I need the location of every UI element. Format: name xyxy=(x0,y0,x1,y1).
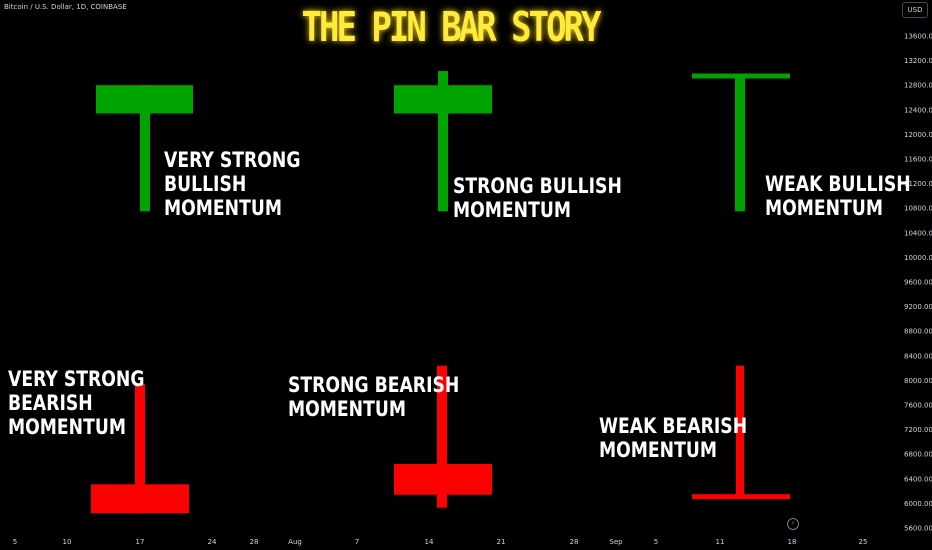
x-tick-label: Sep xyxy=(609,538,623,546)
candle-body xyxy=(394,85,492,114)
y-tick-label: 11600.00 xyxy=(904,156,932,164)
x-tick-label: 5 xyxy=(654,538,658,546)
candle-body xyxy=(692,73,790,79)
x-tick-label: Aug xyxy=(288,538,302,546)
currency-button[interactable]: USD xyxy=(902,2,928,18)
y-tick-label: 7600.00 xyxy=(904,402,932,410)
candle-body xyxy=(91,484,189,514)
annotation-weak-bullish: WEAK BULLISH MOMENTUM xyxy=(765,172,911,220)
x-tick-label: 28 xyxy=(570,538,579,546)
y-tick-label: 6400.00 xyxy=(904,475,932,483)
candle-body xyxy=(692,494,790,500)
y-tick-label: 8400.00 xyxy=(904,352,932,360)
y-tick-label: 6000.00 xyxy=(904,500,932,508)
y-tick-label: 8800.00 xyxy=(904,328,932,336)
y-tick-label: 13200.00 xyxy=(904,57,932,65)
candle-body xyxy=(394,464,492,495)
x-tick-label: 14 xyxy=(425,538,434,546)
x-tick-label: 25 xyxy=(859,538,868,546)
candle-wick xyxy=(438,71,448,212)
candle-wick xyxy=(135,384,145,514)
x-tick-label: 10 xyxy=(63,538,72,546)
annotation-weak-bearish: WEAK BEARISH MOMENTUM xyxy=(599,414,748,462)
y-tick-label: 11200.00 xyxy=(904,180,932,188)
candle-wick xyxy=(437,365,447,508)
x-tick-label: 11 xyxy=(716,538,725,546)
y-tick-label: 12400.00 xyxy=(904,106,932,114)
y-tick-label: 5600.00 xyxy=(904,525,932,533)
candle-wick xyxy=(140,85,150,212)
annotation-very-strong-bearish: VERY STRONG BEARISH MOMENTUM xyxy=(8,367,145,439)
x-tick-label: 24 xyxy=(208,538,217,546)
chart-title: THE PIN BAR STORY xyxy=(301,4,602,52)
x-tick-label: 5 xyxy=(13,538,17,546)
y-tick-label: 13600.00 xyxy=(904,33,932,41)
candle-body xyxy=(96,85,193,114)
x-tick-label: 7 xyxy=(355,538,359,546)
y-tick-label: 8000.00 xyxy=(904,377,932,385)
replay-icon[interactable]: ⚡ xyxy=(787,518,799,530)
y-tick-label: 9200.00 xyxy=(904,303,932,311)
y-tick-label: 12000.00 xyxy=(904,131,932,139)
x-tick-label: 21 xyxy=(497,538,506,546)
y-tick-label: 10400.00 xyxy=(904,229,932,237)
x-tick-label: 28 xyxy=(250,538,259,546)
x-tick-label: 17 xyxy=(136,538,145,546)
x-tick-label: 18 xyxy=(788,538,797,546)
y-tick-label: 7200.00 xyxy=(904,426,932,434)
candle-wick xyxy=(736,365,744,499)
y-tick-label: 10000.00 xyxy=(904,254,932,262)
annotation-strong-bullish: STRONG BULLISH MOMENTUM xyxy=(453,174,622,222)
annotation-strong-bearish: STRONG BEARISH MOMENTUM xyxy=(288,373,460,421)
y-tick-label: 9600.00 xyxy=(904,279,932,287)
annotation-very-strong-bullish: VERY STRONG BULLISH MOMENTUM xyxy=(164,148,301,220)
candle-wick xyxy=(735,73,745,212)
y-tick-label: 10800.00 xyxy=(904,205,932,213)
y-tick-label: 12800.00 xyxy=(904,82,932,90)
symbol-info: Bitcoin / U.S. Dollar, 1D, COINBASE xyxy=(4,3,127,11)
y-tick-label: 6800.00 xyxy=(904,451,932,459)
